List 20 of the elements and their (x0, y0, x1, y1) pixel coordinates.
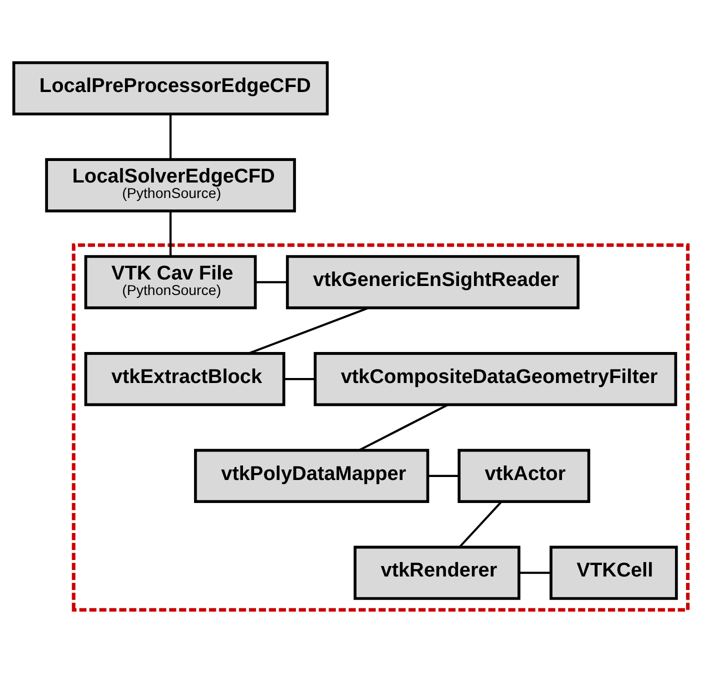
cluster (72, 243, 690, 612)
node-box: VTKCell (550, 546, 678, 600)
node-box: LocalPreProcessorEdgeCFD (12, 61, 329, 116)
node-box: VTK Cav File (PythonSource) (84, 255, 257, 310)
node-box: vtkActor (458, 448, 590, 504)
node-box: vtkExtractBlock (84, 352, 286, 406)
connector (248, 307, 369, 354)
connector (169, 211, 172, 256)
node-box: LocalSolverEdgeCFD (PythonSource) (45, 158, 296, 212)
node-box: vtkCompositeDataGeometryFilter (314, 352, 678, 406)
connector (519, 572, 551, 574)
node-box: vtkPolyDataMapper (194, 448, 430, 504)
connector (256, 281, 288, 284)
node-box: vtkGenericEnSightReader (286, 255, 580, 310)
connector (358, 404, 448, 452)
connector (284, 378, 315, 380)
node-box: vtkRenderer (354, 546, 520, 600)
connector (428, 474, 459, 478)
connector (459, 501, 502, 548)
connector (169, 114, 172, 159)
